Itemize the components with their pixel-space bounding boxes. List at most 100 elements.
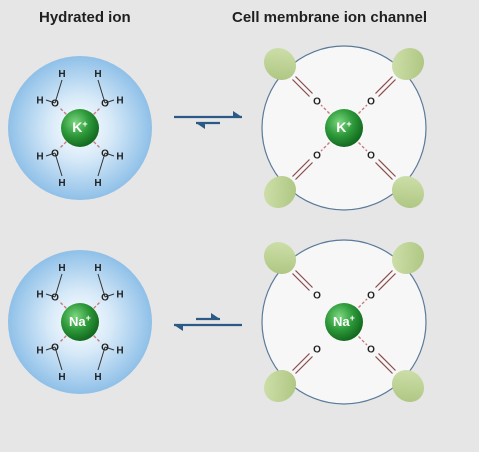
- channel-oxygen: O: [367, 151, 375, 162]
- channel-oxygen: O: [313, 151, 321, 162]
- oh-bond: [104, 293, 115, 298]
- coordination-bond: [93, 300, 102, 309]
- oh-bond: [45, 346, 56, 351]
- oxygen-atom: O: [51, 293, 59, 304]
- carbonyl-bond: [375, 162, 393, 180]
- ion-channel-heading: Cell membrane ion channel: [232, 9, 428, 26]
- hydrated-ion-heading: Hydrated ion: [39, 9, 131, 26]
- carbonyl-bond: [378, 353, 396, 371]
- carbonyl-bond: [295, 356, 313, 374]
- ion-sphere: [325, 109, 363, 147]
- carbonyl-bond: [295, 270, 313, 288]
- forward-arrowhead: [233, 111, 242, 117]
- carbonyl-bond: [375, 76, 393, 94]
- hydrogen-atom: H: [58, 263, 65, 274]
- channel-oxygen: O: [367, 345, 375, 356]
- oxygen-atom: O: [101, 149, 109, 160]
- hydrogen-atom: H: [36, 346, 43, 357]
- hydrogen-atom: H: [116, 290, 123, 301]
- hydrogen-atom: H: [116, 346, 123, 357]
- oh-bond: [97, 273, 106, 298]
- hydrogen-atom: H: [94, 69, 101, 80]
- oh-bond: [54, 346, 63, 371]
- hydrogen-atom: H: [36, 96, 43, 107]
- oxygen-atom: O: [101, 99, 109, 110]
- channel-protein: [263, 175, 297, 209]
- channel-oxygen: O: [313, 97, 321, 108]
- channel-oxygen: O: [313, 345, 321, 356]
- equilibrium-arrow: [174, 313, 242, 331]
- ion-channel-group: O O O O Na+: [261, 239, 427, 405]
- carbonyl-bond: [375, 270, 393, 288]
- oh-bond: [45, 152, 56, 157]
- carbonyl-bond: [295, 76, 313, 94]
- carbonyl-bond: [292, 273, 310, 291]
- channel-protein: [263, 369, 297, 403]
- reverse-arrowhead: [196, 123, 205, 129]
- carbonyl-bond: [378, 273, 396, 291]
- hydrogen-atom: H: [58, 372, 65, 383]
- oh-bond: [97, 79, 106, 104]
- ion-sphere: [61, 109, 99, 147]
- oxygen-atom: O: [51, 343, 59, 354]
- channel-protein: [391, 241, 425, 275]
- hydrogen-atom: H: [116, 152, 123, 163]
- oh-bond: [104, 152, 115, 157]
- oxygen-atom: O: [51, 99, 59, 110]
- oh-bond: [54, 79, 63, 104]
- carbonyl-bond: [378, 79, 396, 97]
- carbonyl-bond: [292, 79, 310, 97]
- channel-oxygen: O: [367, 97, 375, 108]
- carbonyl-bond: [292, 159, 310, 177]
- channel-protein: [263, 47, 297, 81]
- channel-protein: [391, 175, 425, 209]
- oh-bond: [45, 293, 56, 298]
- coordination-bond: [93, 106, 102, 115]
- channel-oxygen: O: [367, 291, 375, 302]
- oh-bond: [97, 346, 106, 371]
- carbonyl-bond: [375, 356, 393, 374]
- coordination-bond: [58, 106, 67, 115]
- oh-bond: [54, 152, 63, 177]
- coordination-bond: [93, 141, 102, 150]
- channel-protein: [263, 241, 297, 275]
- reverse-arrowhead: [174, 325, 183, 331]
- oh-bond: [104, 99, 115, 104]
- oxygen-atom: O: [101, 293, 109, 304]
- ion-label: Na+: [333, 313, 355, 329]
- coordination-bond: [58, 300, 67, 309]
- ion-sphere: [325, 303, 363, 341]
- oh-bond: [97, 152, 106, 177]
- oxygen-atom: O: [101, 343, 109, 354]
- ion-label: Na+: [69, 313, 91, 329]
- coordination-bond: [58, 335, 67, 344]
- channel-oxygen: O: [313, 291, 321, 302]
- hydrogen-atom: H: [116, 96, 123, 107]
- hydrogen-atom: H: [36, 152, 43, 163]
- oh-bond: [54, 273, 63, 298]
- hydrogen-atom: H: [58, 69, 65, 80]
- carbonyl-bond: [292, 353, 310, 371]
- ion-sphere: [61, 303, 99, 341]
- hydrogen-atom: H: [36, 290, 43, 301]
- ion-channel-group: O O O O K+: [261, 45, 427, 211]
- coordination-bond: [58, 141, 67, 150]
- coordination-bond: [93, 335, 102, 344]
- ion-label: K+: [336, 119, 351, 135]
- forward-arrowhead: [211, 313, 220, 319]
- carbonyl-bond: [295, 162, 313, 180]
- oxygen-atom: O: [51, 149, 59, 160]
- channel-protein: [391, 47, 425, 81]
- carbonyl-bond: [378, 159, 396, 177]
- ion-label: K+: [72, 119, 87, 135]
- hydrogen-atom: H: [58, 178, 65, 189]
- hydrogen-atom: H: [94, 372, 101, 383]
- oh-bond: [45, 99, 56, 104]
- equilibrium-arrow: [174, 111, 242, 129]
- channel-protein: [391, 369, 425, 403]
- oh-bond: [104, 346, 115, 351]
- hydrogen-atom: H: [94, 178, 101, 189]
